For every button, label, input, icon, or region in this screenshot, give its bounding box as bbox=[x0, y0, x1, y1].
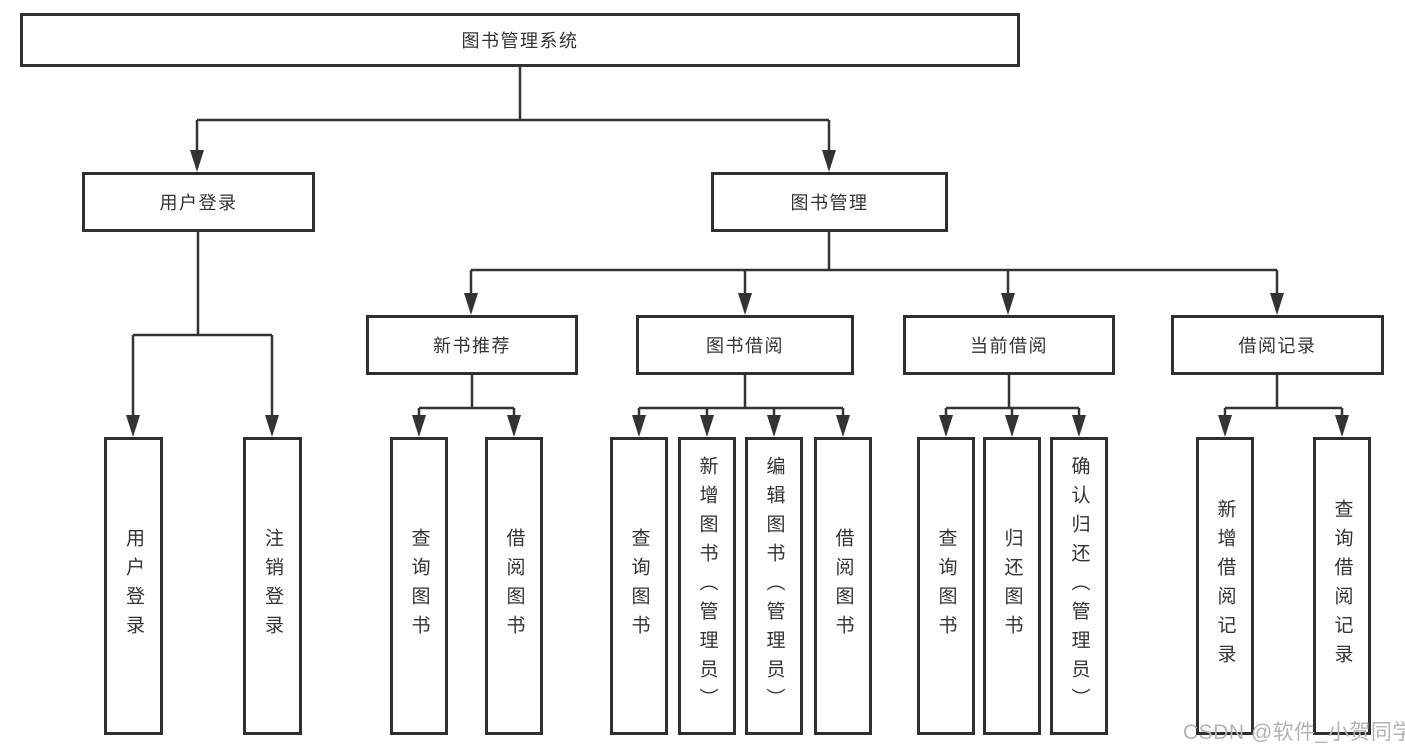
node-book-management: 图书管理 bbox=[711, 172, 948, 232]
leaf-query-books-1: 查询图书 bbox=[390, 437, 448, 735]
node-book-borrowing: 图书借阅 bbox=[636, 315, 854, 375]
leaf-confirm-return-admin: 确认归还（管理员） bbox=[1050, 437, 1108, 735]
leaf-add-books-admin: 新增图书（管理员） bbox=[678, 437, 736, 735]
leaf-logout: 注销登录 bbox=[243, 437, 302, 735]
leaf-user-login: 用户登录 bbox=[104, 437, 163, 735]
leaf-query-borrow-record: 查询借阅记录 bbox=[1313, 437, 1371, 735]
csdn-watermark: CSDN @软件_小贺同学 bbox=[1183, 721, 1405, 744]
node-current-borrowing: 当前借阅 bbox=[903, 315, 1115, 375]
node-library-system: 图书管理系统 bbox=[20, 13, 1020, 67]
leaf-borrow-books-2: 借阅图书 bbox=[814, 437, 872, 735]
arrowheads bbox=[126, 150, 1349, 437]
leaf-edit-books-admin: 编辑图书（管理员） bbox=[745, 437, 803, 735]
leaf-return-books: 归还图书 bbox=[983, 437, 1041, 735]
leaf-add-borrow-record: 新增借阅记录 bbox=[1196, 437, 1254, 735]
node-new-book-recommend: 新书推荐 bbox=[366, 315, 578, 375]
leaf-query-books-3: 查询图书 bbox=[917, 437, 975, 735]
leaf-borrow-books-1: 借阅图书 bbox=[485, 437, 543, 735]
node-borrow-records: 借阅记录 bbox=[1171, 315, 1384, 375]
node-user-login: 用户登录 bbox=[82, 172, 315, 232]
leaf-query-books-2: 查询图书 bbox=[610, 437, 668, 735]
